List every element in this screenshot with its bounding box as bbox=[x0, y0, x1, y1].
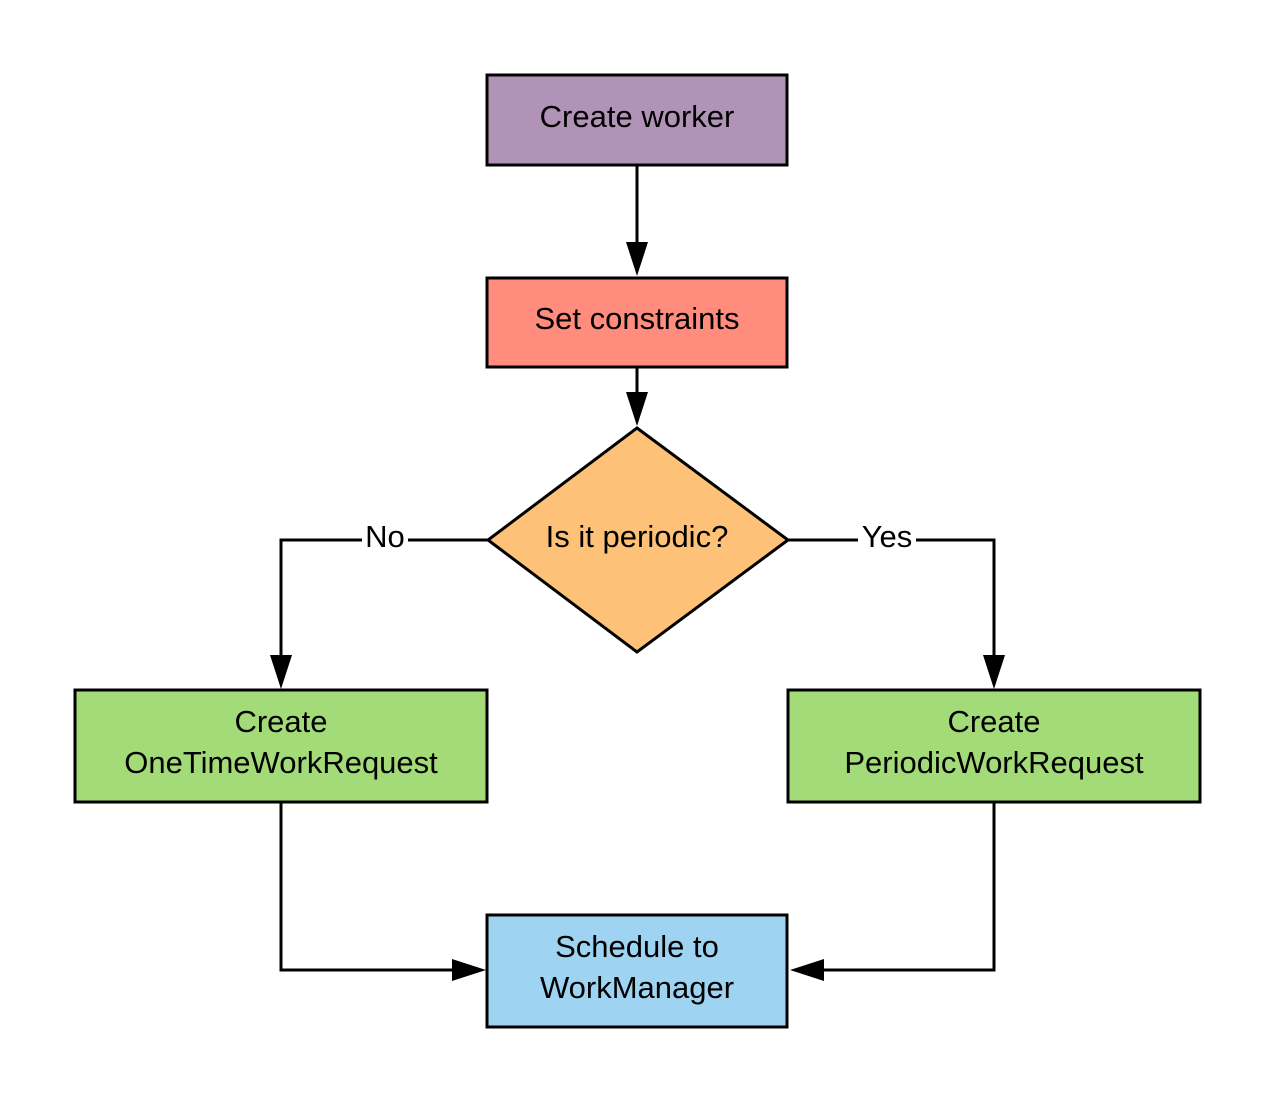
node-one-time-work-request: Create OneTimeWorkRequest bbox=[73, 688, 489, 804]
node-periodic-label-line2: PeriodicWorkRequest bbox=[844, 745, 1144, 780]
edge-decision-to-periodic bbox=[788, 538, 1005, 689]
node-set-constraints-box bbox=[485, 276, 789, 369]
arrow-head-down bbox=[626, 242, 648, 276]
node-create-worker-label: Create worker bbox=[540, 99, 735, 134]
node-create-worker: Create worker bbox=[485, 73, 789, 167]
node-create-worker-box bbox=[485, 73, 789, 167]
edges bbox=[270, 165, 1005, 981]
edge-label-no: No bbox=[365, 519, 405, 554]
arrow-head-down bbox=[983, 655, 1005, 689]
node-set-constraints-label: Set constraints bbox=[534, 301, 739, 336]
arrow-head-down bbox=[270, 655, 292, 689]
node-one-time-label-line1: Create bbox=[234, 704, 327, 739]
edge-label-yes: Yes bbox=[862, 519, 913, 554]
edge-periodic-to-schedule bbox=[790, 802, 996, 981]
node-decision-is-periodic: Is it periodic? bbox=[485, 426, 791, 654]
arrow-head-down bbox=[626, 392, 648, 426]
arrow-head-right bbox=[452, 959, 486, 981]
node-decision-label: Is it periodic? bbox=[546, 519, 729, 554]
edge-create-to-constraints bbox=[626, 165, 648, 276]
edge-labels: No Yes bbox=[362, 519, 916, 556]
node-schedule-label-line1: Schedule to bbox=[555, 929, 719, 964]
node-set-constraints: Set constraints bbox=[485, 276, 789, 369]
nodes: Create worker Set constraints Is it peri… bbox=[73, 73, 1202, 1029]
node-periodic-work-request: Create PeriodicWorkRequest bbox=[786, 688, 1202, 804]
node-schedule-box bbox=[485, 913, 789, 1029]
node-schedule-label-line2: WorkManager bbox=[540, 970, 734, 1005]
edge-constraints-to-decision bbox=[626, 367, 648, 426]
node-one-time-label-line2: OneTimeWorkRequest bbox=[124, 745, 438, 780]
node-decision-diamond bbox=[485, 426, 791, 654]
node-schedule-to-workmanager: Schedule to WorkManager bbox=[485, 913, 789, 1029]
edge-onetime-to-schedule bbox=[279, 802, 486, 981]
node-periodic-box bbox=[786, 688, 1202, 804]
arrow-head-left bbox=[790, 959, 824, 981]
edge-decision-to-onetime bbox=[270, 538, 488, 689]
node-one-time-box bbox=[73, 688, 489, 804]
node-periodic-label-line1: Create bbox=[947, 704, 1040, 739]
